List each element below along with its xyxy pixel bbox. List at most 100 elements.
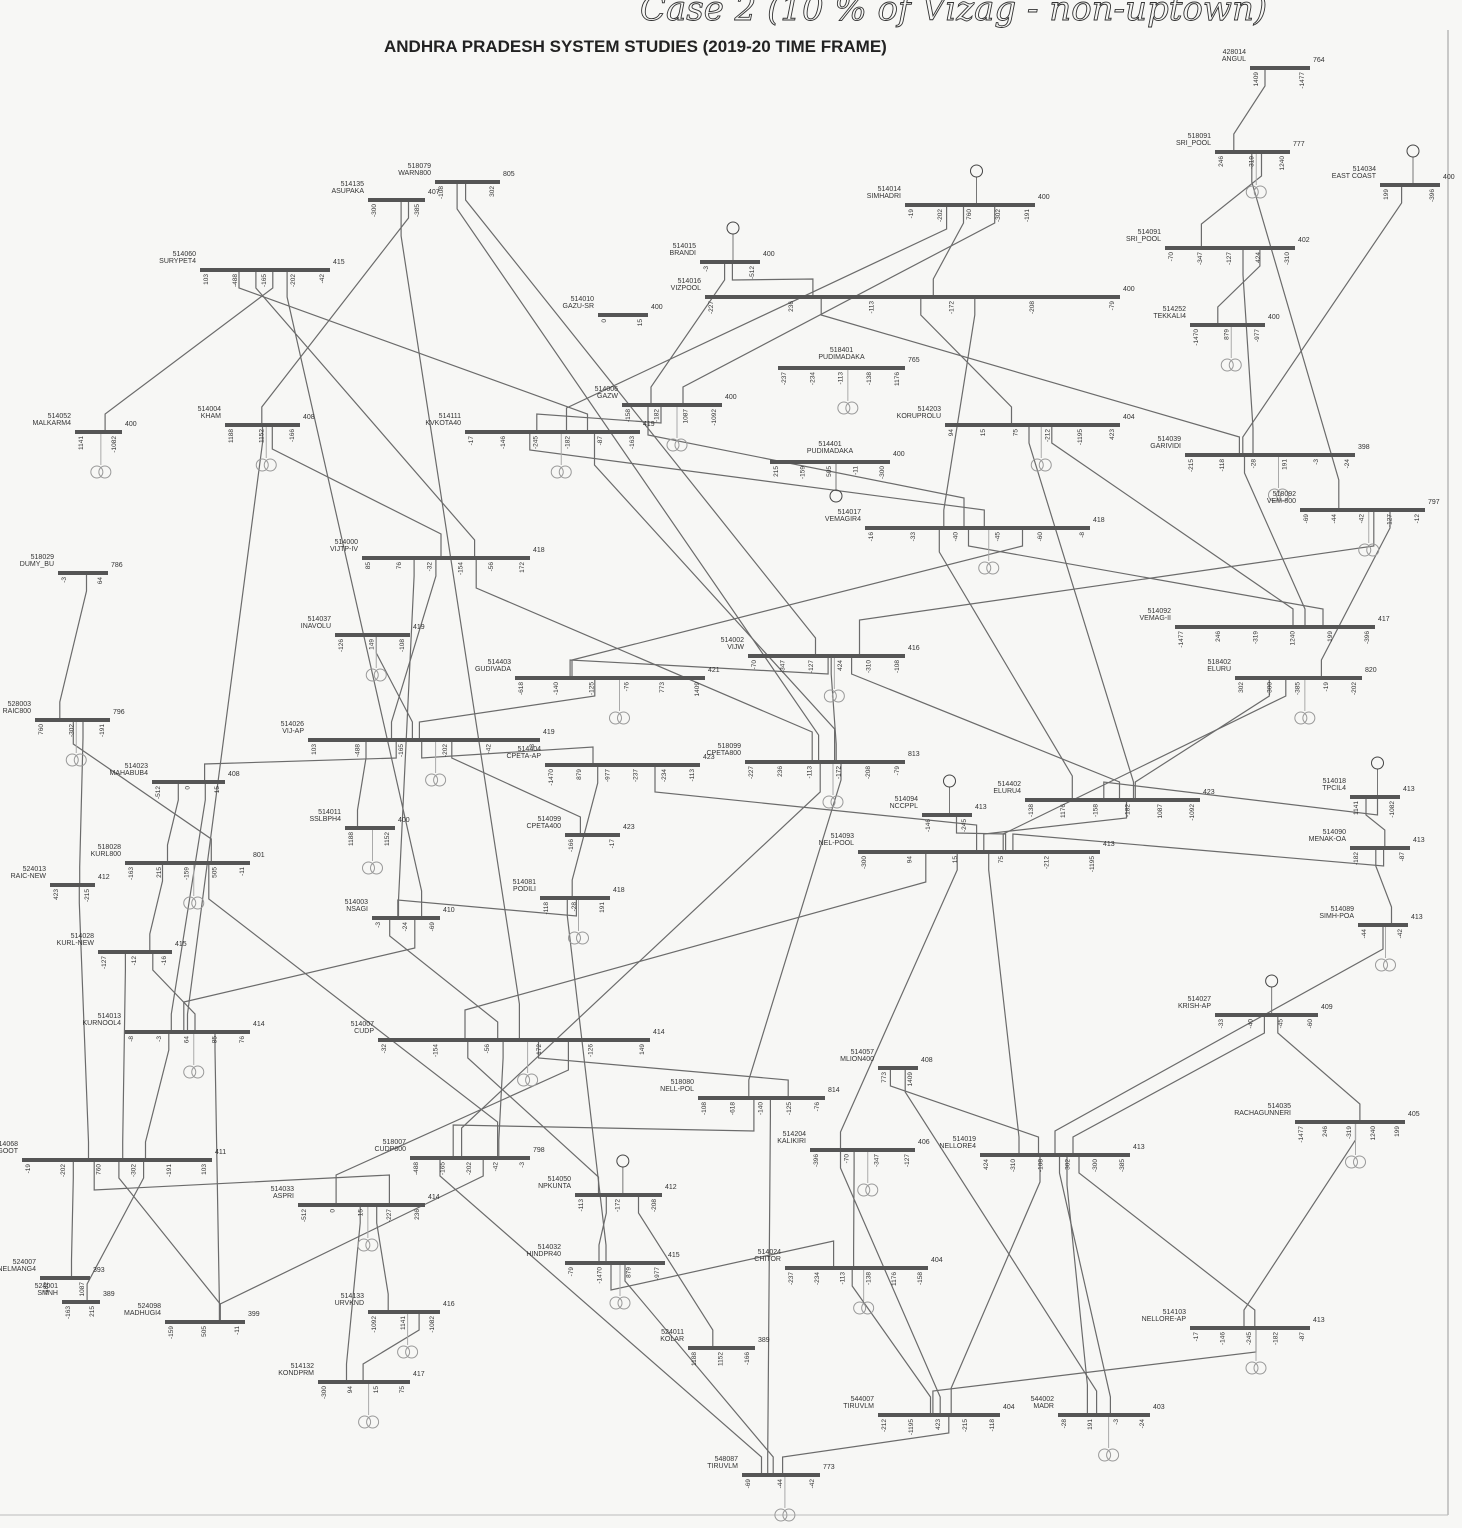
flow-value: -127 <box>1386 514 1393 527</box>
bus-number: 524007 <box>13 1259 36 1266</box>
bus-name: MAHABUB4 <box>109 770 148 777</box>
bus-name: CPETA800 <box>707 750 742 757</box>
bus-number: 514103 <box>1163 1309 1186 1316</box>
diagram-title: ANDHRA PRADESH SYSTEM STUDIES (2019-20 T… <box>384 37 887 56</box>
flow-value: -302 <box>69 724 76 737</box>
generator-icon <box>726 221 740 235</box>
transmission-line <box>286 270 423 918</box>
flow-value: 1152 <box>259 429 266 443</box>
flow-value: -234 <box>814 1272 821 1285</box>
flow-value: -977 <box>654 1267 661 1280</box>
flow-value: -245 <box>532 436 539 449</box>
bus-voltage: 400 <box>1268 314 1280 321</box>
bus-name: SIMH-POA <box>1319 913 1354 920</box>
bus-voltage: 423 <box>1203 789 1215 796</box>
flow-value: -347 <box>874 1154 881 1167</box>
flow-value: -163 <box>629 436 636 449</box>
bus-goot[interactable]: 514068GOOT411 <box>0 1141 226 1162</box>
transmission-line <box>1002 678 1287 852</box>
transformer-icon <box>978 561 992 575</box>
flow-value: -212 <box>1043 856 1050 869</box>
bus-voltage: 820 <box>1365 667 1377 674</box>
flow-value: -125 <box>588 682 595 695</box>
bus-number: 514014 <box>878 186 901 193</box>
bus-voltage: 814 <box>828 1087 840 1094</box>
bus-name: SRI_POOL <box>1126 236 1161 243</box>
flow-value: 1188 <box>228 429 235 443</box>
transmission-line <box>1103 781 1379 816</box>
flow-value: -512 <box>155 786 162 799</box>
